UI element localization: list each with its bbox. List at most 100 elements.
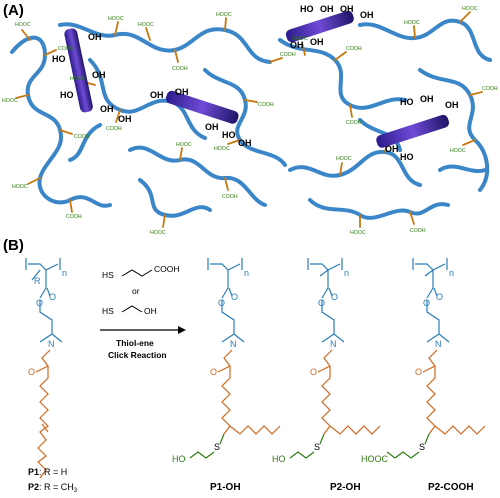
carbonyl-o: O bbox=[436, 292, 443, 302]
backbone bbox=[207, 258, 245, 343]
svg-text:COOH: COOH bbox=[74, 134, 90, 140]
svg-text:OH: OH bbox=[385, 144, 399, 154]
monomer-legend: P1: R = H P2: R = CH3 bbox=[28, 467, 78, 494]
svg-text:HS: HS bbox=[102, 270, 114, 280]
sulfur-atom: S bbox=[314, 442, 320, 452]
svg-text:HOOC: HOOC bbox=[12, 184, 28, 190]
svg-text:HOOC: HOOC bbox=[216, 12, 232, 18]
carbonyl-o: O bbox=[231, 292, 238, 302]
svg-text:R: R bbox=[34, 276, 41, 286]
polymer-network-illustration: OH HO OH HO OH OH HO OH OH OH OH OH OH O… bbox=[2, 4, 498, 236]
sulfur-atom: S bbox=[214, 442, 220, 452]
ester-o: O bbox=[218, 298, 225, 308]
amide-n: N bbox=[435, 339, 442, 349]
svg-text:O: O bbox=[49, 292, 56, 302]
svg-text:Thiol-ene: Thiol-ene bbox=[116, 338, 154, 348]
thiol-tail bbox=[289, 433, 325, 459]
svg-text:O: O bbox=[36, 298, 43, 308]
svg-text:n: n bbox=[62, 268, 67, 278]
svg-text:COOH: COOH bbox=[346, 46, 362, 52]
hydroxyl-end: HO bbox=[172, 454, 186, 464]
svg-text:HO: HO bbox=[400, 97, 414, 107]
svg-text:or: or bbox=[132, 286, 140, 296]
svg-text:OH: OH bbox=[118, 114, 132, 124]
svg-text:OH: OH bbox=[310, 37, 324, 47]
svg-text:OH: OH bbox=[100, 104, 114, 114]
svg-text:HOOC: HOOC bbox=[462, 6, 478, 12]
svg-text:COOH: COOH bbox=[106, 126, 122, 132]
panel-a-label: (A) bbox=[3, 2, 24, 19]
svg-text:HO: HO bbox=[52, 54, 66, 64]
lipid-chain bbox=[422, 349, 486, 435]
svg-text:OH: OH bbox=[420, 94, 434, 104]
svg-text:HOOC: HOOC bbox=[70, 76, 86, 82]
amide-o: O bbox=[310, 367, 317, 377]
svg-text:COOH: COOH bbox=[58, 46, 74, 52]
svg-text:HO: HO bbox=[222, 130, 236, 140]
svg-text:P1: R = H: P1: R = H bbox=[28, 467, 67, 477]
sulfur-atom: S bbox=[419, 442, 425, 452]
carboxyl-end: HOOC bbox=[361, 454, 389, 464]
side-chains bbox=[15, 11, 483, 228]
svg-text:HOOC: HOOC bbox=[15, 22, 31, 28]
svg-text:COOH: COOH bbox=[66, 214, 82, 220]
thiol-tail bbox=[189, 433, 225, 459]
svg-text:COOH: COOH bbox=[258, 102, 274, 108]
amide-n: N bbox=[330, 339, 337, 349]
amide-n: N bbox=[230, 339, 237, 349]
svg-text:OH: OH bbox=[320, 4, 334, 14]
compound-name-p2cooh: P2-COOH bbox=[428, 482, 474, 493]
panel-b-label: (B) bbox=[3, 237, 24, 254]
svg-text:OH: OH bbox=[88, 32, 102, 42]
svg-text:COOH: COOH bbox=[172, 66, 188, 72]
compound-name-p1oh: P1-OH bbox=[210, 482, 241, 493]
rod-2 bbox=[285, 10, 354, 43]
svg-text:OH: OH bbox=[445, 100, 459, 110]
svg-text:COOH: COOH bbox=[222, 194, 238, 200]
svg-text:OH: OH bbox=[92, 70, 106, 80]
svg-text:COOH: COOH bbox=[410, 228, 426, 234]
hydroxyl-end: HO bbox=[272, 454, 286, 464]
svg-text:OH: OH bbox=[360, 10, 374, 20]
starting-monomer: R n O O N O bbox=[25, 258, 67, 479]
rod-3 bbox=[165, 90, 239, 124]
thiol-tail bbox=[386, 433, 430, 459]
svg-text:HOOC: HOOC bbox=[108, 16, 124, 22]
svg-text:HOOC: HOOC bbox=[138, 22, 154, 28]
rod-4 bbox=[376, 114, 450, 148]
svg-text:OH: OH bbox=[175, 87, 189, 97]
svg-text:COOH: COOH bbox=[482, 86, 498, 92]
svg-text:P2: R = CH3: P2: R = CH3 bbox=[28, 482, 78, 494]
reaction-conditions: HS COOH or HS OH Thiol-ene Click Reactio… bbox=[100, 264, 186, 360]
svg-text:OH: OH bbox=[144, 306, 157, 316]
svg-text:HS: HS bbox=[102, 306, 114, 316]
hydroxyl-labels: OH HO OH HO OH OH HO OH OH OH OH OH OH O… bbox=[52, 4, 459, 162]
svg-text:HO: HO bbox=[60, 90, 74, 100]
svg-text:O: O bbox=[28, 367, 35, 377]
ester-o: O bbox=[318, 298, 325, 308]
carboxyl-labels: HOOC COOH HOOC COOH HOOC COOH HOOC COOH … bbox=[2, 6, 498, 236]
polymer-chains bbox=[10, 18, 492, 220]
svg-text:COOH: COOH bbox=[154, 264, 180, 274]
svg-text:Click Reaction: Click Reaction bbox=[108, 350, 167, 360]
compound-name-p2oh: P2-OH bbox=[330, 482, 361, 493]
svg-text:HOOC: HOOC bbox=[292, 36, 308, 42]
svg-text:HOOC: HOOC bbox=[176, 142, 192, 148]
svg-text:HOOC: HOOC bbox=[214, 146, 230, 152]
backbone bbox=[307, 258, 345, 343]
carbonyl-o: O bbox=[331, 292, 338, 302]
lipid-chain bbox=[217, 349, 281, 435]
svg-text:COOH: COOH bbox=[280, 52, 296, 58]
amide-o: O bbox=[415, 367, 422, 377]
nanocrystal-rods bbox=[64, 10, 450, 148]
ester-o: O bbox=[423, 298, 430, 308]
rod-1 bbox=[64, 28, 93, 113]
svg-text:OH: OH bbox=[340, 4, 354, 14]
svg-text:HOOC: HOOC bbox=[2, 98, 18, 104]
repeat-n: n bbox=[344, 268, 349, 278]
